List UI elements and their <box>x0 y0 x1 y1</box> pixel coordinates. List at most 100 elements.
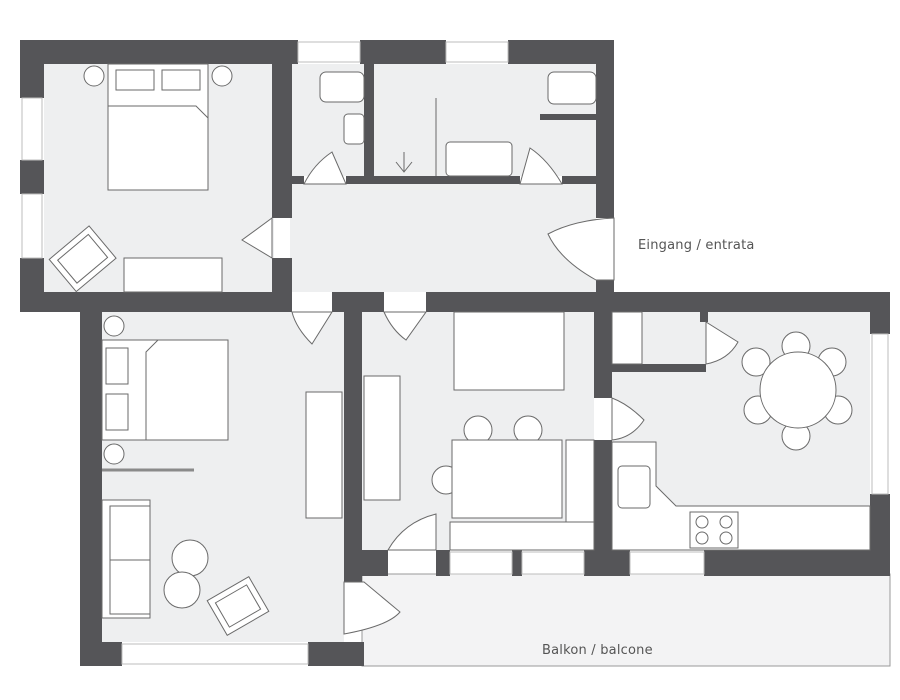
door-kitchen <box>611 397 645 441</box>
wall-left-2 <box>20 160 44 194</box>
entrance-label: Eingang / entrata <box>638 238 755 253</box>
window-bottom-bed2 <box>121 643 309 665</box>
door-bath <box>519 147 563 185</box>
bathtub <box>445 141 513 177</box>
wall-bedroom1-right-b <box>272 258 292 312</box>
walls <box>20 40 890 666</box>
wall-bottom-2 <box>308 642 364 666</box>
shower-drain-icon <box>395 152 413 173</box>
window-top-wc <box>297 41 361 63</box>
door-bedroom2 <box>291 311 333 345</box>
door-dining <box>383 311 427 341</box>
wall-mid-b <box>426 292 614 312</box>
wall-closet <box>612 364 706 372</box>
kitchen-sink <box>617 465 651 509</box>
side-table-a <box>171 539 209 577</box>
nightstand-lamp-2b <box>103 443 125 465</box>
armchair-2 <box>206 575 270 637</box>
window-left-1 <box>21 97 43 161</box>
side-table-b <box>163 571 201 609</box>
door-wc <box>303 151 347 185</box>
duvet-1 <box>107 105 209 191</box>
nightstand-lamp-1a <box>83 65 105 87</box>
armchair-1 <box>48 225 117 293</box>
bathroom-fixtures <box>395 71 597 177</box>
nightstand-lamp-2a <box>103 315 125 337</box>
bedroom2-furniture <box>101 315 343 637</box>
bath-sink <box>547 71 597 105</box>
stove <box>689 511 739 549</box>
sofa-cushion-a <box>109 505 151 561</box>
wc-sink <box>319 71 365 103</box>
window-top-bath <box>445 41 509 63</box>
sofa-cushion-b <box>109 559 151 615</box>
window-bottom-dining-b <box>521 551 585 575</box>
floor-hallway <box>290 184 596 292</box>
wall-top-1 <box>20 40 298 64</box>
bedroom2-shelf <box>305 391 343 519</box>
wall-bedroom1-bottom <box>20 292 290 312</box>
burner-c <box>695 531 709 545</box>
wall-right-upper-a <box>596 40 614 218</box>
windows <box>21 41 889 665</box>
dining-shelf <box>363 375 401 501</box>
balcony-label: Balkon / balcone <box>542 643 653 658</box>
door-balcony-dining <box>387 513 437 551</box>
window-bottom-dining-a <box>449 551 513 575</box>
dining-furniture <box>363 311 595 551</box>
wall-bottom-6 <box>584 550 630 576</box>
pillow-1a <box>115 69 155 91</box>
wall-closet-side <box>700 312 708 322</box>
duvet-2 <box>145 339 229 441</box>
closet <box>611 311 643 365</box>
burner-d <box>719 531 733 545</box>
bedroom1-furniture <box>48 63 233 293</box>
sideboard <box>453 311 565 391</box>
round-dining-table <box>759 351 837 429</box>
wall-bed2-dining-a <box>344 312 362 582</box>
wall-left-lower <box>80 312 102 666</box>
dining-cabinet <box>565 439 595 523</box>
wall-bottom-5 <box>512 550 522 576</box>
wall-bath-bottom-b <box>562 176 596 184</box>
door-closet <box>705 321 739 365</box>
wall-mid-c <box>614 292 890 312</box>
wall-dining-kitchen-b <box>594 440 612 576</box>
window-right-living <box>871 333 889 495</box>
kitchen-furniture <box>611 311 871 551</box>
wc-fixtures <box>319 71 365 145</box>
wall-bedroom1-right-a <box>272 40 292 218</box>
wall-mid-a <box>332 292 384 312</box>
wall-bath-shelf <box>540 114 596 120</box>
wall-bottom-1 <box>80 642 122 666</box>
floor-balcony <box>361 573 891 667</box>
wc-toilet <box>343 113 365 145</box>
nightstand-lamp-1b <box>211 65 233 87</box>
door-balcony-bed2 <box>343 581 401 635</box>
wall-right-lower-a <box>870 292 890 334</box>
wall-wc-bottom <box>290 176 304 184</box>
dining-bench <box>449 521 595 551</box>
wall-bath-bottom-a <box>346 176 520 184</box>
door-entrance <box>547 217 615 281</box>
wall-bottom-3 <box>344 550 388 576</box>
pillow-1b <box>161 69 201 91</box>
kitchen-counter <box>611 441 871 551</box>
dresser-1 <box>123 257 223 293</box>
wall-dining-kitchen-a <box>594 312 612 398</box>
dining-table <box>451 439 563 519</box>
door-bedroom1 <box>241 217 273 259</box>
burner-b <box>719 515 733 529</box>
window-bottom-kitchen <box>629 551 705 575</box>
window-left-2 <box>21 193 43 259</box>
pillow-2b <box>105 393 129 431</box>
wall-bottom-7 <box>704 550 890 576</box>
wall-bottom-4 <box>436 550 450 576</box>
burner-a <box>695 515 709 529</box>
round-table-chair-6 <box>741 347 771 377</box>
wall-top-2 <box>360 40 446 64</box>
wall-wc-bath <box>364 40 374 184</box>
pillow-2a <box>105 347 129 385</box>
wall-left-1 <box>20 40 44 98</box>
